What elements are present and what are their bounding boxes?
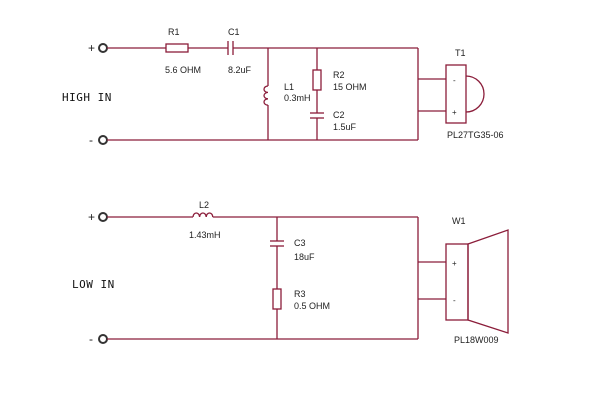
l1-ref: L1 [284,82,294,92]
high-section: + - HIGH IN R1 5.6 OHM C1 8.2uF L1 0.3mH… [62,27,504,147]
low-minus-terminal[interactable] [98,334,108,344]
r2-value: 15 OHM [333,82,367,92]
r1-value: 5.6 OHM [165,65,201,75]
w1-pin-minus: - [453,296,456,305]
l2-inductor [192,212,214,218]
w1-ref: W1 [452,216,466,226]
r2-resistor [312,69,322,91]
l2-ref: L2 [199,200,209,210]
c3-value: 18uF [294,252,315,262]
c3-ref: C3 [294,238,306,248]
t1-tweeter-body [445,64,467,124]
w1-woofer-magnet [445,243,469,321]
high-minus-sign: - [89,133,93,147]
l2-value: 1.43mH [189,230,221,240]
r3-resistor [272,288,282,310]
t1-ref: T1 [455,48,466,58]
high-minus-terminal[interactable] [98,135,108,145]
r3-ref: R3 [294,289,306,299]
t1-pin-plus: + [452,108,457,117]
w1-woofer-cone [467,229,509,334]
l1-value: 0.3mH [284,93,311,103]
low-plus-sign: + [88,210,95,224]
t1-tweeter-dome [465,75,485,113]
r2-ref: R2 [333,70,345,80]
low-plus-terminal[interactable] [98,212,108,222]
high-plus-terminal[interactable] [98,43,108,53]
r1-resistor [165,43,189,53]
r1-ref: R1 [168,27,180,37]
c2-value: 1.5uF [333,122,357,132]
high-plus-sign: + [88,41,95,55]
r3-value: 0.5 OHM [294,301,330,311]
c1-value: 8.2uF [228,65,252,75]
t1-pin-minus: - [453,76,456,85]
l1-inductor [263,85,269,106]
low-section: + - LOW IN L2 1.43mH C3 18uF R3 0.5 OHM … [72,200,509,346]
w1-model: PL18W009 [454,335,499,345]
c1-ref: C1 [228,27,240,37]
t1-model: PL27TG35-06 [447,130,504,140]
high-in-label: HIGH IN [62,91,112,104]
c2-ref: C2 [333,110,345,120]
w1-pin-plus: + [452,259,457,268]
low-minus-sign: - [89,332,93,346]
low-in-label: LOW IN [72,278,115,291]
